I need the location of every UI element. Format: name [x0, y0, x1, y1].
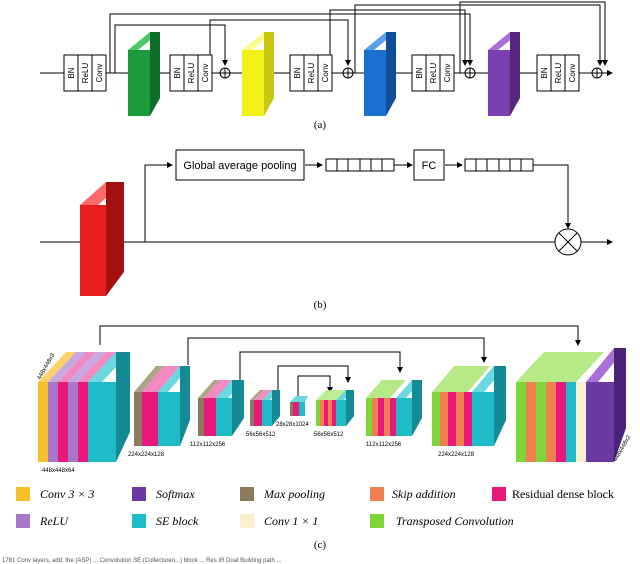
multiply-circle: [554, 228, 582, 256]
svg-text:Residual dense block: Residual dense block: [512, 487, 614, 501]
enc-stage-1: [38, 352, 130, 462]
dec-stage-4: [316, 390, 354, 426]
unit-5: BN ReLU Conv: [536, 54, 580, 92]
svg-text:Conv: Conv: [201, 64, 210, 83]
legend: Conv 3 × 3 Softmax Max pooling Skip addi…: [16, 487, 614, 528]
svg-text:Conv 1 × 1: Conv 1 × 1: [264, 514, 318, 528]
dim-d4: 56x56x512: [246, 432, 276, 438]
caption-a: (a): [314, 119, 327, 131]
dec-stage-1: [516, 348, 626, 462]
dim-d1: 448x448x64: [42, 468, 75, 474]
caption-b: (b): [314, 299, 327, 311]
svg-text:ReLU: ReLU: [39, 514, 69, 528]
svg-text:Skip addition: Skip addition: [392, 487, 456, 501]
svg-text:ReLU: ReLU: [554, 63, 563, 84]
vector-1: [325, 158, 395, 172]
block-yellow: [242, 32, 274, 116]
enc-stage-4: [250, 390, 280, 426]
dim-u3: 112x112x256: [366, 442, 402, 448]
enc-stage-2: [134, 366, 190, 446]
dim-u2: 224x224x128: [438, 452, 475, 458]
svg-text:FC: FC: [422, 160, 437, 172]
unit-3: BN ReLU Conv: [289, 54, 333, 92]
dim-d5: 28x28x1024: [276, 422, 309, 428]
block-blue: [364, 32, 396, 116]
svg-text:Conv: Conv: [443, 64, 452, 83]
panel-c-skips: [99, 325, 581, 398]
svg-text:Softmax: Softmax: [156, 487, 195, 501]
svg-text:Max pooling: Max pooling: [263, 487, 325, 501]
footnote: 1781 Conv layers, add, the (ASP) ... Con…: [2, 558, 282, 564]
svg-text:BN: BN: [540, 67, 549, 78]
block-green: [128, 32, 160, 116]
svg-text:BN: BN: [173, 67, 182, 78]
panel-b: [40, 162, 613, 245]
svg-text:BN: BN: [293, 67, 302, 78]
svg-text:BN: BN: [415, 67, 424, 78]
svg-text:Conv: Conv: [321, 64, 330, 83]
bottleneck: [290, 396, 308, 416]
svg-text:ReLU: ReLU: [429, 63, 438, 84]
svg-text:Conv 3 × 3: Conv 3 × 3: [40, 487, 94, 501]
dec-stage-2: [432, 366, 506, 446]
svg-text:Conv: Conv: [95, 64, 104, 83]
block-red: [80, 182, 124, 296]
svg-text:ReLU: ReLU: [187, 63, 196, 84]
enc-stage-3: [198, 380, 244, 436]
dim-u4: 56x56x512: [314, 432, 344, 438]
svg-text:ReLU: ReLU: [307, 63, 316, 84]
svg-text:Conv: Conv: [568, 64, 577, 83]
svg-text:Global average pooling: Global average pooling: [183, 160, 296, 172]
svg-text:BN: BN: [67, 67, 76, 78]
fc-box: FC: [413, 149, 445, 181]
vector-2: [464, 158, 534, 172]
unit-2: BN ReLU Conv: [169, 54, 213, 92]
gap-box: Global average pooling: [175, 149, 305, 181]
svg-text:SE block: SE block: [156, 514, 199, 528]
dim-d3: 112x112x256: [190, 442, 226, 448]
svg-text:Transposed Convolution: Transposed Convolution: [396, 514, 514, 528]
svg-text:ReLU: ReLU: [81, 63, 90, 84]
dim-d2: 224x224x128: [128, 452, 165, 458]
caption-c: (c): [314, 539, 327, 551]
unit-4: BN ReLU Conv: [411, 54, 455, 92]
unit-1: BN ReLU Conv: [63, 54, 107, 92]
dec-stage-3: [366, 380, 422, 436]
block-purple: [488, 32, 520, 116]
